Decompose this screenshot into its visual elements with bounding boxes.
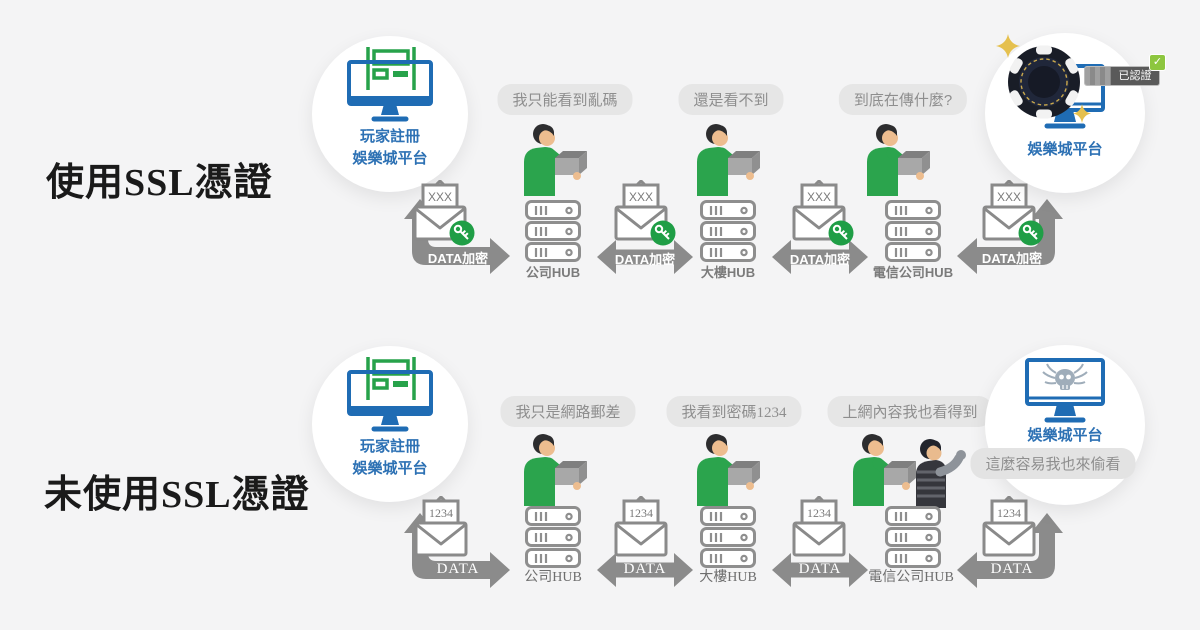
speech-bubble: 我看到密碼1234 — [666, 396, 802, 427]
row-title: 使用SSL憑證 — [46, 162, 273, 205]
envelope-icon: 1234 — [610, 496, 672, 562]
envelope-icon: 1234 — [410, 496, 472, 562]
envelope-icon: XXX — [610, 180, 672, 246]
arrow-label: DATA加密 — [789, 252, 851, 267]
player-circle-label-1: 玩家註冊 — [359, 438, 421, 455]
hacker-bubble: 這麼容易我也來偷看 — [970, 448, 1136, 479]
hub-label: 電信公司HUB — [868, 570, 954, 585]
server-icon — [700, 200, 756, 262]
certified-bar: 已認證 — [1084, 66, 1160, 86]
server-icon — [885, 200, 941, 262]
hub-label: 公司HUB — [525, 265, 581, 280]
envelope-icon: 1234 — [788, 496, 850, 562]
envelope-icon: XXX — [788, 180, 850, 246]
arrow-label: DATA加密 — [981, 251, 1043, 266]
server-icon — [700, 506, 756, 568]
envelope-icon: XXX — [409, 180, 471, 246]
hub-label: 公司HUB — [524, 570, 582, 585]
poker-chip-icon — [996, 32, 1096, 132]
key-badge-icon — [828, 220, 854, 246]
speech-bubble: 到底在傳什麼? — [838, 84, 968, 115]
speech-bubble: 還是看不到 — [678, 84, 784, 115]
courier-person-icon — [509, 432, 589, 506]
arrow-label: DATA — [990, 561, 1034, 577]
courier-person-icon — [682, 432, 762, 506]
certified-badge: 已認證 ✓ — [1084, 54, 1166, 86]
arrow-label: DATA — [436, 561, 480, 577]
courier-person-icon — [509, 122, 589, 196]
speech-bubble: 我只是網路郵差 — [500, 396, 636, 427]
server-icon — [525, 506, 581, 568]
courier-person-icon — [838, 432, 918, 506]
envelope-icon: 1234 — [978, 496, 1040, 562]
envelope-label: XXX — [628, 190, 653, 204]
envelope-label: 1234 — [807, 506, 831, 520]
row-title: 未使用SSL憑證 — [44, 474, 310, 517]
hacker-person-icon — [908, 438, 972, 508]
arrow-label: DATA加密 — [614, 252, 676, 267]
server-icon — [885, 506, 941, 568]
registration-monitor-icon — [344, 352, 436, 436]
badge-segment — [1085, 67, 1111, 85]
arrow-label: DATA加密 — [427, 251, 489, 266]
key-badge-icon — [449, 220, 475, 246]
arrow-label: DATA — [623, 561, 667, 577]
player-circle-label-1: 玩家註冊 — [359, 128, 421, 145]
hub-label: 大樓HUB — [700, 265, 756, 280]
platform-label: 娛樂城平台 — [1027, 427, 1103, 444]
courier-person-icon — [682, 122, 762, 196]
check-icon: ✓ — [1149, 54, 1166, 71]
envelope-label: 1234 — [429, 506, 453, 520]
certified-label: 已認證 — [1111, 67, 1159, 85]
speech-bubble: 我只能看到亂碼 — [497, 84, 633, 115]
player-circle-label-2: 娛樂城平台 — [352, 460, 428, 477]
envelope-label: XXX — [996, 190, 1021, 204]
hub-label: 電信公司HUB — [872, 265, 954, 280]
envelope-label: 1234 — [997, 506, 1021, 520]
courier-person-icon — [852, 122, 932, 196]
envelope-label: 1234 — [629, 506, 653, 520]
key-badge-icon — [1018, 220, 1044, 246]
platform-label: 娛樂城平台 — [1027, 141, 1103, 158]
server-icon — [525, 200, 581, 262]
envelope-icon: XXX — [978, 180, 1040, 246]
arrow-label: DATA — [798, 561, 842, 577]
key-badge-icon — [650, 220, 676, 246]
envelope-label: XXX — [427, 190, 452, 204]
player-circle-label-2: 娛樂城平台 — [352, 150, 428, 167]
hub-label: 大樓HUB — [699, 570, 757, 585]
envelope-label: XXX — [806, 190, 831, 204]
speech-bubble: 上網內容我也看得到 — [827, 396, 993, 427]
registration-monitor-icon — [344, 42, 436, 126]
skull-monitor-icon — [1023, 356, 1107, 434]
